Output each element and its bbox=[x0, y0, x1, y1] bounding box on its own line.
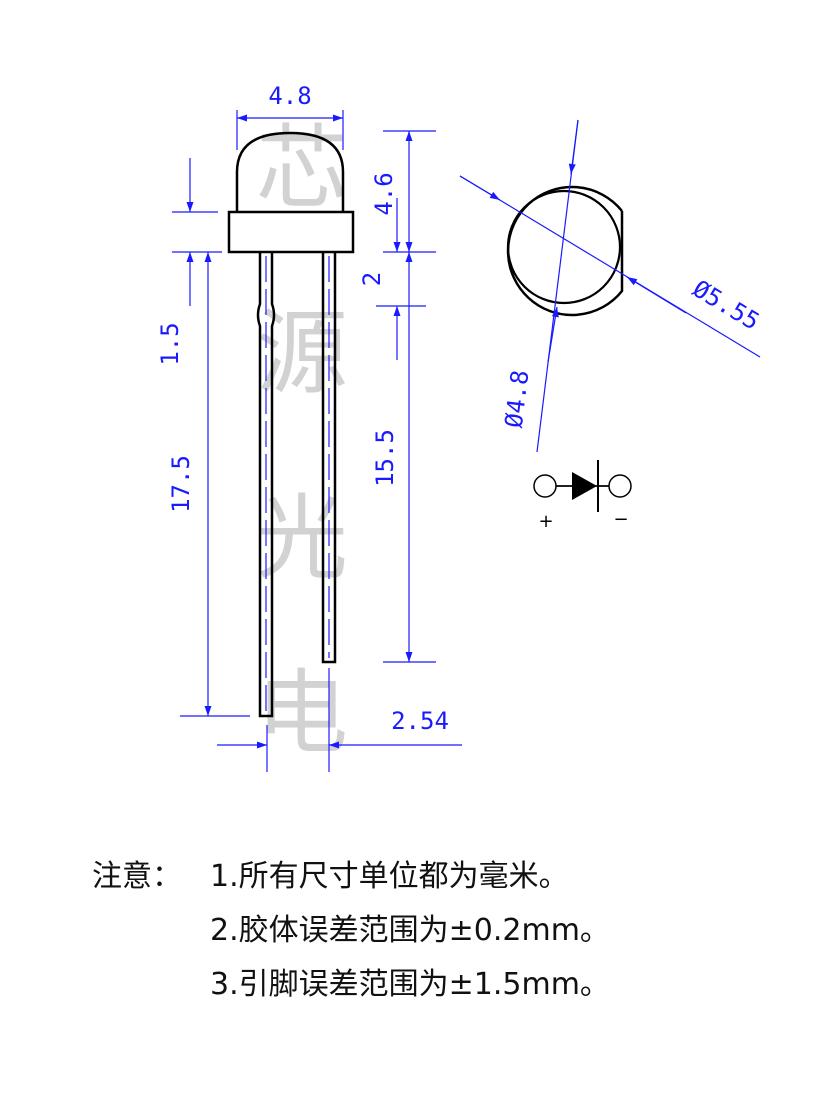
led-flange bbox=[227, 210, 355, 254]
notes: 注意： 1.所有尺寸单位都为毫米。 2.胶体误差范围为±0.2mm。 3.引脚误… bbox=[92, 850, 792, 1012]
lead-cathode bbox=[321, 252, 337, 664]
note-row-3: 3.引脚误差范围为±1.5mm。 bbox=[92, 958, 792, 1012]
cathode-sign: − bbox=[613, 509, 628, 530]
anode-terminal bbox=[533, 474, 557, 498]
dim-long-lead: 17.5 bbox=[167, 455, 195, 513]
cathode-terminal bbox=[608, 474, 632, 498]
dim-outer-dia: Ø5.55 bbox=[688, 275, 764, 336]
diode-symbol bbox=[533, 460, 632, 512]
watermark-char-4: 电 bbox=[256, 660, 348, 767]
led-side-view bbox=[227, 131, 355, 718]
lead-anode bbox=[256, 252, 276, 718]
outer-dia-leader bbox=[459, 175, 761, 358]
dimension-lines bbox=[172, 110, 462, 772]
led-dome bbox=[235, 131, 345, 212]
note-item: 2.胶体误差范围为±0.2mm。 bbox=[210, 913, 610, 948]
led-top-view bbox=[459, 119, 761, 453]
inner-dia-leader bbox=[536, 119, 579, 453]
dim-head-width: 4.8 bbox=[268, 82, 311, 110]
dim-stem-top: 1.5 bbox=[156, 322, 184, 365]
diode-triangle bbox=[572, 472, 597, 500]
note-row-1: 注意： 1.所有尺寸单位都为毫米。 bbox=[92, 850, 792, 904]
note-row-2: 2.胶体误差范围为±0.2mm。 bbox=[92, 904, 792, 958]
anode-sign: + bbox=[538, 511, 553, 532]
dim-dome-height: 4.6 bbox=[370, 172, 398, 215]
watermark-char-1: 芯 bbox=[256, 115, 348, 222]
top-view-inner bbox=[506, 189, 622, 305]
dim-short-lead: 15.5 bbox=[371, 429, 399, 487]
note-item: 3.引脚误差范围为±1.5mm。 bbox=[210, 967, 610, 1002]
dim-inner-dia: Ø4.8 bbox=[500, 369, 535, 430]
note-item: 1.所有尺寸单位都为毫米。 bbox=[210, 859, 569, 894]
dim-flange: 2 bbox=[358, 272, 386, 286]
lead-center-lines bbox=[265, 256, 330, 712]
notes-heading: 注意： bbox=[92, 859, 182, 894]
dim-pitch: 2.54 bbox=[391, 707, 449, 735]
